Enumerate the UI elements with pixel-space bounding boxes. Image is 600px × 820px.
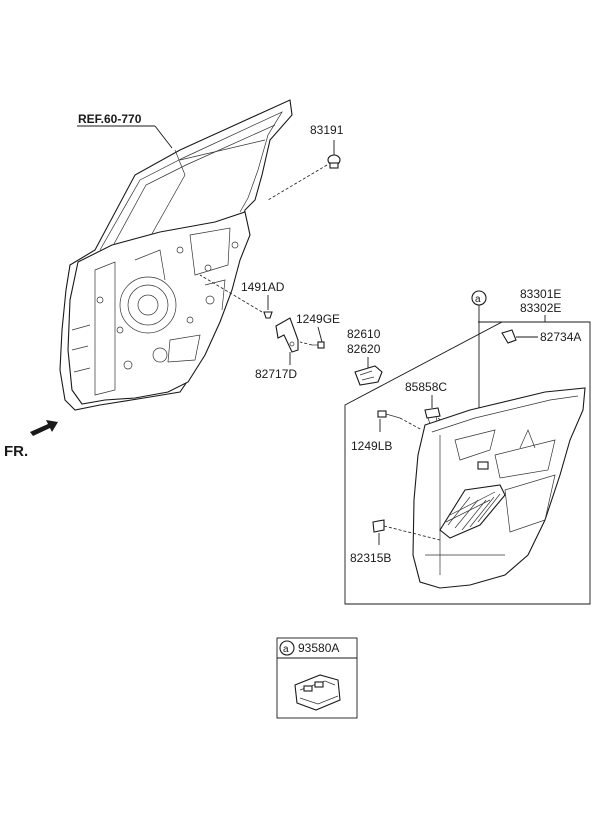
part-label-1491AD: 1491AD bbox=[241, 280, 285, 294]
part-label-83191: 83191 bbox=[310, 123, 344, 137]
callout-marker-box: a bbox=[283, 644, 289, 655]
part-label-82315B: 82315B bbox=[350, 551, 391, 565]
part-label-82734A: 82734A bbox=[540, 330, 581, 344]
part-label-82610: 82610 bbox=[347, 327, 381, 341]
reference-label: REF.60-770 bbox=[78, 112, 142, 126]
clip-icon bbox=[501, 329, 517, 344]
forward-arrow-icon bbox=[30, 420, 58, 436]
clip-icon bbox=[327, 154, 341, 169]
screw-icon bbox=[312, 341, 325, 349]
callout-marker-top: a bbox=[475, 294, 481, 305]
part-label-93580A: 93580A bbox=[298, 641, 339, 655]
screw-icon bbox=[377, 410, 401, 419]
bracket-icon bbox=[275, 317, 299, 353]
part-label-85858C: 85858C bbox=[405, 380, 447, 394]
part-label-82620: 82620 bbox=[347, 342, 381, 356]
part-label-83301E: 83301E bbox=[520, 287, 561, 301]
direction-label: FR. bbox=[4, 443, 28, 460]
screw-icon bbox=[263, 311, 273, 319]
part-label-1249LB: 1249LB bbox=[351, 439, 392, 453]
clip-icon bbox=[372, 519, 385, 533]
part-label-83302E: 83302E bbox=[520, 301, 561, 315]
part-label-1249GE: 1249GE bbox=[296, 312, 340, 326]
part-label-82717D: 82717D bbox=[255, 367, 297, 381]
door-panel-frame-icon bbox=[59, 99, 293, 411]
handle-icon bbox=[354, 365, 383, 386]
power-window-switch-icon bbox=[294, 674, 341, 711]
door-trim-icon bbox=[412, 387, 586, 589]
